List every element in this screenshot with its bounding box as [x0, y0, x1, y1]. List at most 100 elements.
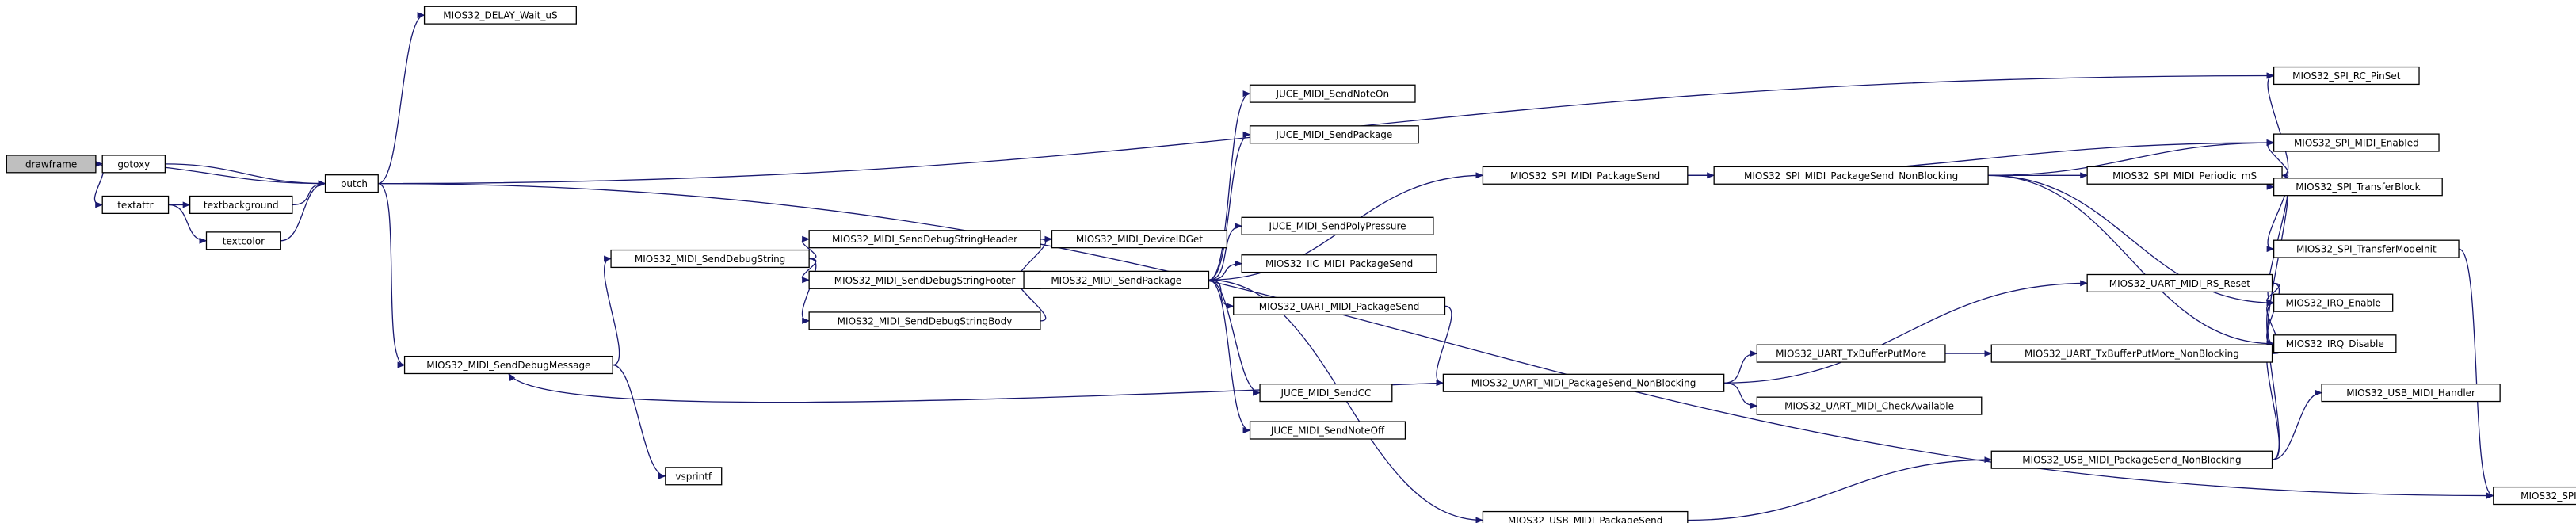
node-juce-noteoff[interactable]: JUCE_MIDI_SendNoteOff [1249, 421, 1406, 440]
node-box[interactable] [1482, 166, 1689, 185]
node-usb-package[interactable]: MIOS32_USB_MIDI_PackageSend [1482, 510, 1689, 523]
node-label: _putch [335, 178, 368, 189]
node-footer[interactable]: MIOS32_MIDI_SendDebugStringFooter [808, 270, 1041, 289]
node-drawframe[interactable]: drawframe [6, 155, 97, 174]
node-box[interactable] [1233, 296, 1446, 315]
node-header[interactable]: MIOS32_MIDI_SendDebugStringHeader [808, 230, 1041, 249]
node-box[interactable] [808, 230, 1041, 249]
node-spi-transfermodeinit[interactable]: MIOS32_SPI_TransferModeInit [2273, 239, 2460, 258]
node-spi-transferblock[interactable]: MIOS32_SPI_TransferBlock [2273, 178, 2443, 197]
node-box[interactable] [665, 467, 723, 486]
node-label: MIOS32_UART_MIDI_PackageSend [1259, 301, 1420, 312]
node-senddebugstring[interactable]: MIOS32_MIDI_SendDebugString [610, 249, 810, 269]
node-box[interactable] [1756, 396, 1983, 415]
node-box[interactable] [101, 195, 170, 215]
node-gotoxy[interactable]: gotoxy [101, 155, 166, 174]
node-box[interactable] [6, 155, 97, 174]
edge-putch-to-senddebugmessage [378, 182, 406, 368]
node-box[interactable] [1241, 254, 1437, 273]
node-box[interactable] [2273, 133, 2440, 152]
node-box[interactable] [2321, 384, 2501, 403]
node-spi-package[interactable]: MIOS32_SPI_MIDI_PackageSend [1482, 166, 1689, 185]
node-label: MIOS32_UART_MIDI_PackageSend_NonBlocking [1471, 378, 1696, 389]
node-box[interactable] [2086, 166, 2283, 185]
node-textattr[interactable]: textattr [101, 195, 170, 215]
edge-sendpackage-to-iic-package [1208, 260, 1243, 281]
node-uart-txput-nb[interactable]: MIOS32_UART_TxBufferPutMore_NonBlocking [1990, 344, 2273, 363]
node-box[interactable] [2493, 486, 2576, 506]
node-label: MIOS32_IIC_MIDI_PackageSend [1265, 258, 1413, 269]
node-label: MIOS32_MIDI_DeviceIDGet [1076, 234, 1203, 245]
node-irq-disable[interactable]: MIOS32_IRQ_Disable [2273, 334, 2397, 353]
node-box[interactable] [1051, 230, 1228, 249]
node-textcolor[interactable]: textcolor [205, 231, 281, 250]
node-label: textcolor [223, 235, 265, 246]
node-body[interactable]: MIOS32_MIDI_SendDebugStringBody [808, 311, 1041, 330]
node-uart-txput[interactable]: MIOS32_UART_TxBufferPutMore [1756, 344, 1946, 363]
node-box[interactable] [2273, 239, 2460, 258]
node-label: MIOS32_SPI_TransferBlock [2296, 181, 2420, 193]
node-box[interactable] [2273, 334, 2397, 353]
node-box[interactable] [2273, 178, 2443, 197]
node-spi-transferbyte[interactable]: MIOS32_SPI_TransferByte [2493, 486, 2576, 506]
node-delay[interactable]: MIOS32_DELAY_Wait_uS [423, 6, 577, 25]
node-textbackground[interactable]: textbackground [189, 195, 293, 215]
node-iic-package[interactable]: MIOS32_IIC_MIDI_PackageSend [1241, 254, 1437, 273]
node-box[interactable] [808, 311, 1041, 330]
edge-uart-package-to-uart-package-nb [1436, 305, 1452, 387]
node-juce-package[interactable]: JUCE_MIDI_SendPackage [1249, 125, 1419, 144]
node-uart-rsreset[interactable]: MIOS32_UART_MIDI_RS_Reset [2086, 273, 2273, 293]
node-usb-handler[interactable]: MIOS32_USB_MIDI_Handler [2321, 384, 2501, 403]
edge-spi-transfermodeinit-to-spi-transferbyte [2458, 248, 2494, 499]
node-uart-checkavail[interactable]: MIOS32_UART_MIDI_CheckAvailable [1756, 396, 1983, 415]
edge-usb-package-to-usb-package-nb [1687, 456, 1993, 521]
node-box[interactable] [101, 155, 166, 174]
node-label: MIOS32_SPI_TransferModeInit [2296, 244, 2437, 255]
node-putch[interactable]: _putch [324, 174, 379, 193]
node-label: textbackground [204, 200, 279, 211]
edge-spi-package-nb-to-spi-enabled [1988, 139, 2275, 176]
node-deviceid[interactable]: MIOS32_MIDI_DeviceIDGet [1051, 230, 1228, 249]
node-spi-rcpinset[interactable]: MIOS32_SPI_RC_PinSet [2273, 66, 2420, 86]
node-juce-cc[interactable]: JUCE_MIDI_SendCC [1259, 384, 1393, 403]
node-box[interactable] [2273, 293, 2394, 312]
node-box[interactable] [205, 231, 281, 250]
node-box[interactable] [403, 355, 613, 375]
node-box[interactable] [1442, 373, 1725, 392]
node-box[interactable] [2086, 273, 2273, 293]
node-senddebugmessage[interactable]: MIOS32_MIDI_SendDebugMessage [403, 355, 613, 375]
node-box[interactable] [1249, 125, 1419, 144]
node-box[interactable] [423, 6, 577, 25]
node-spi-periodic[interactable]: MIOS32_SPI_MIDI_Periodic_mS [2086, 166, 2283, 185]
node-irq-enable[interactable]: MIOS32_IRQ_Enable [2273, 293, 2394, 312]
node-label: MIOS32_SPI_MIDI_PackageSend [1510, 170, 1660, 181]
node-vsprintf[interactable]: vsprintf [665, 467, 723, 486]
node-box[interactable] [1249, 84, 1416, 103]
node-usb-package-nb[interactable]: MIOS32_USB_MIDI_PackageSend_NonBlocking [1990, 450, 2273, 469]
node-box[interactable] [1259, 384, 1393, 403]
node-uart-package-nb[interactable]: MIOS32_UART_MIDI_PackageSend_NonBlocking [1442, 373, 1725, 392]
node-spi-enabled[interactable]: MIOS32_SPI_MIDI_Enabled [2273, 133, 2440, 152]
node-box[interactable] [1713, 166, 1989, 185]
edge-usb-package-nb-to-irq-enable [2266, 300, 2280, 460]
node-box[interactable] [1241, 216, 1434, 235]
node-box[interactable] [1482, 510, 1689, 523]
node-label: MIOS32_SPI_MIDI_PackageSend_NonBlocking [1744, 170, 1958, 181]
node-box[interactable] [189, 195, 293, 215]
node-box[interactable] [1249, 421, 1406, 440]
node-box[interactable] [1023, 270, 1210, 289]
node-box[interactable] [1990, 344, 2273, 363]
edge-sendpackage-to-juce-noteon [1208, 90, 1251, 281]
node-label: JUCE_MIDI_SendNoteOn [1275, 89, 1389, 100]
node-spi-package-nb[interactable]: MIOS32_SPI_MIDI_PackageSend_NonBlocking [1713, 166, 1989, 185]
node-box[interactable] [610, 249, 810, 269]
node-uart-package[interactable]: MIOS32_UART_MIDI_PackageSend [1233, 296, 1446, 315]
node-box[interactable] [324, 174, 379, 193]
node-box[interactable] [1990, 450, 2273, 469]
node-box[interactable] [1756, 344, 1946, 363]
node-juce-noteon[interactable]: JUCE_MIDI_SendNoteOn [1249, 84, 1416, 103]
node-juce-polypressure[interactable]: JUCE_MIDI_SendPolyPressure [1241, 216, 1434, 235]
node-sendpackage[interactable]: MIOS32_MIDI_SendPackage [1023, 270, 1210, 289]
node-box[interactable] [2273, 66, 2420, 86]
